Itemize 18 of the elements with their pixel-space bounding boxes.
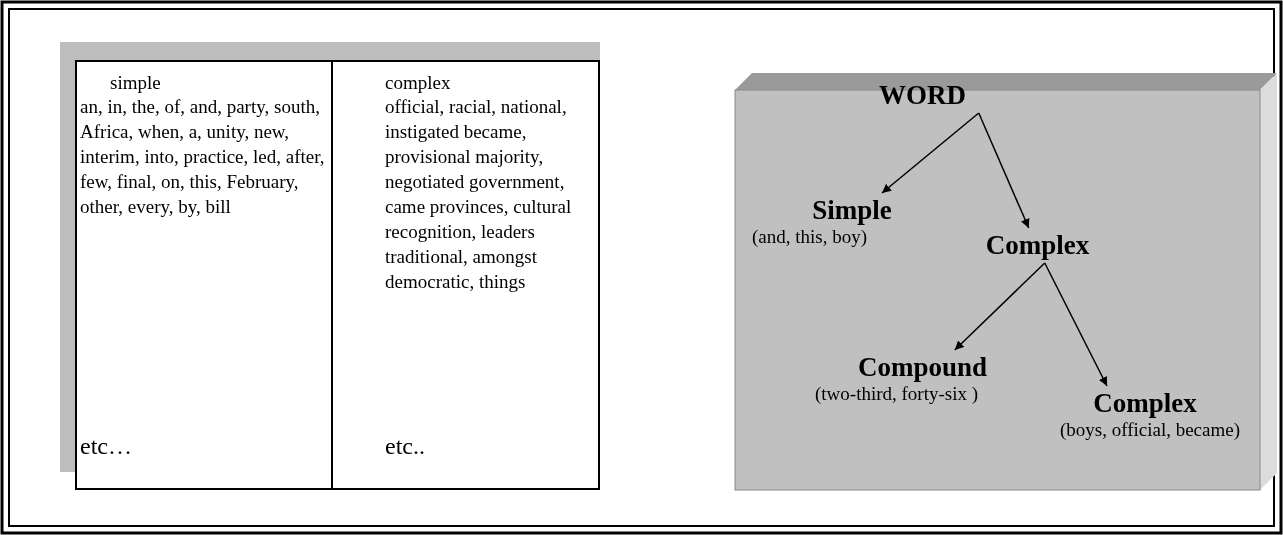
arrow	[954, 262, 1046, 351]
arrow	[1044, 262, 1108, 387]
tree-label: WORD	[860, 80, 985, 111]
example-list: (boys, official, became)	[1050, 419, 1240, 441]
tree-label: Complex	[1092, 388, 1198, 419]
etc-text: etc…	[80, 434, 132, 459]
arrow	[978, 112, 1030, 229]
word-list: an, in, the, of, and, party, south, Africa, when, a, unity, new, interim, into, practice, led, after, few, final, on, this, February, other, every, by, bill	[80, 94, 328, 219]
tree-label: Compound	[856, 352, 989, 383]
arrow	[881, 112, 980, 194]
word-list: official, racial, national, instigated became, provisional majority, negotiated government, came provinces, cultural recognition, leaders traditional, amongst democratic, things	[385, 94, 597, 294]
tree-label: Simple	[811, 195, 893, 226]
tree-label: Complex	[965, 230, 1110, 261]
etc-text: etc..	[385, 434, 425, 459]
column-header: complex	[385, 71, 452, 95]
example-list: (two-third, forty-six )	[815, 383, 1030, 405]
example-list: (and, this, boy)	[752, 226, 952, 248]
column-header: simple	[110, 71, 162, 95]
